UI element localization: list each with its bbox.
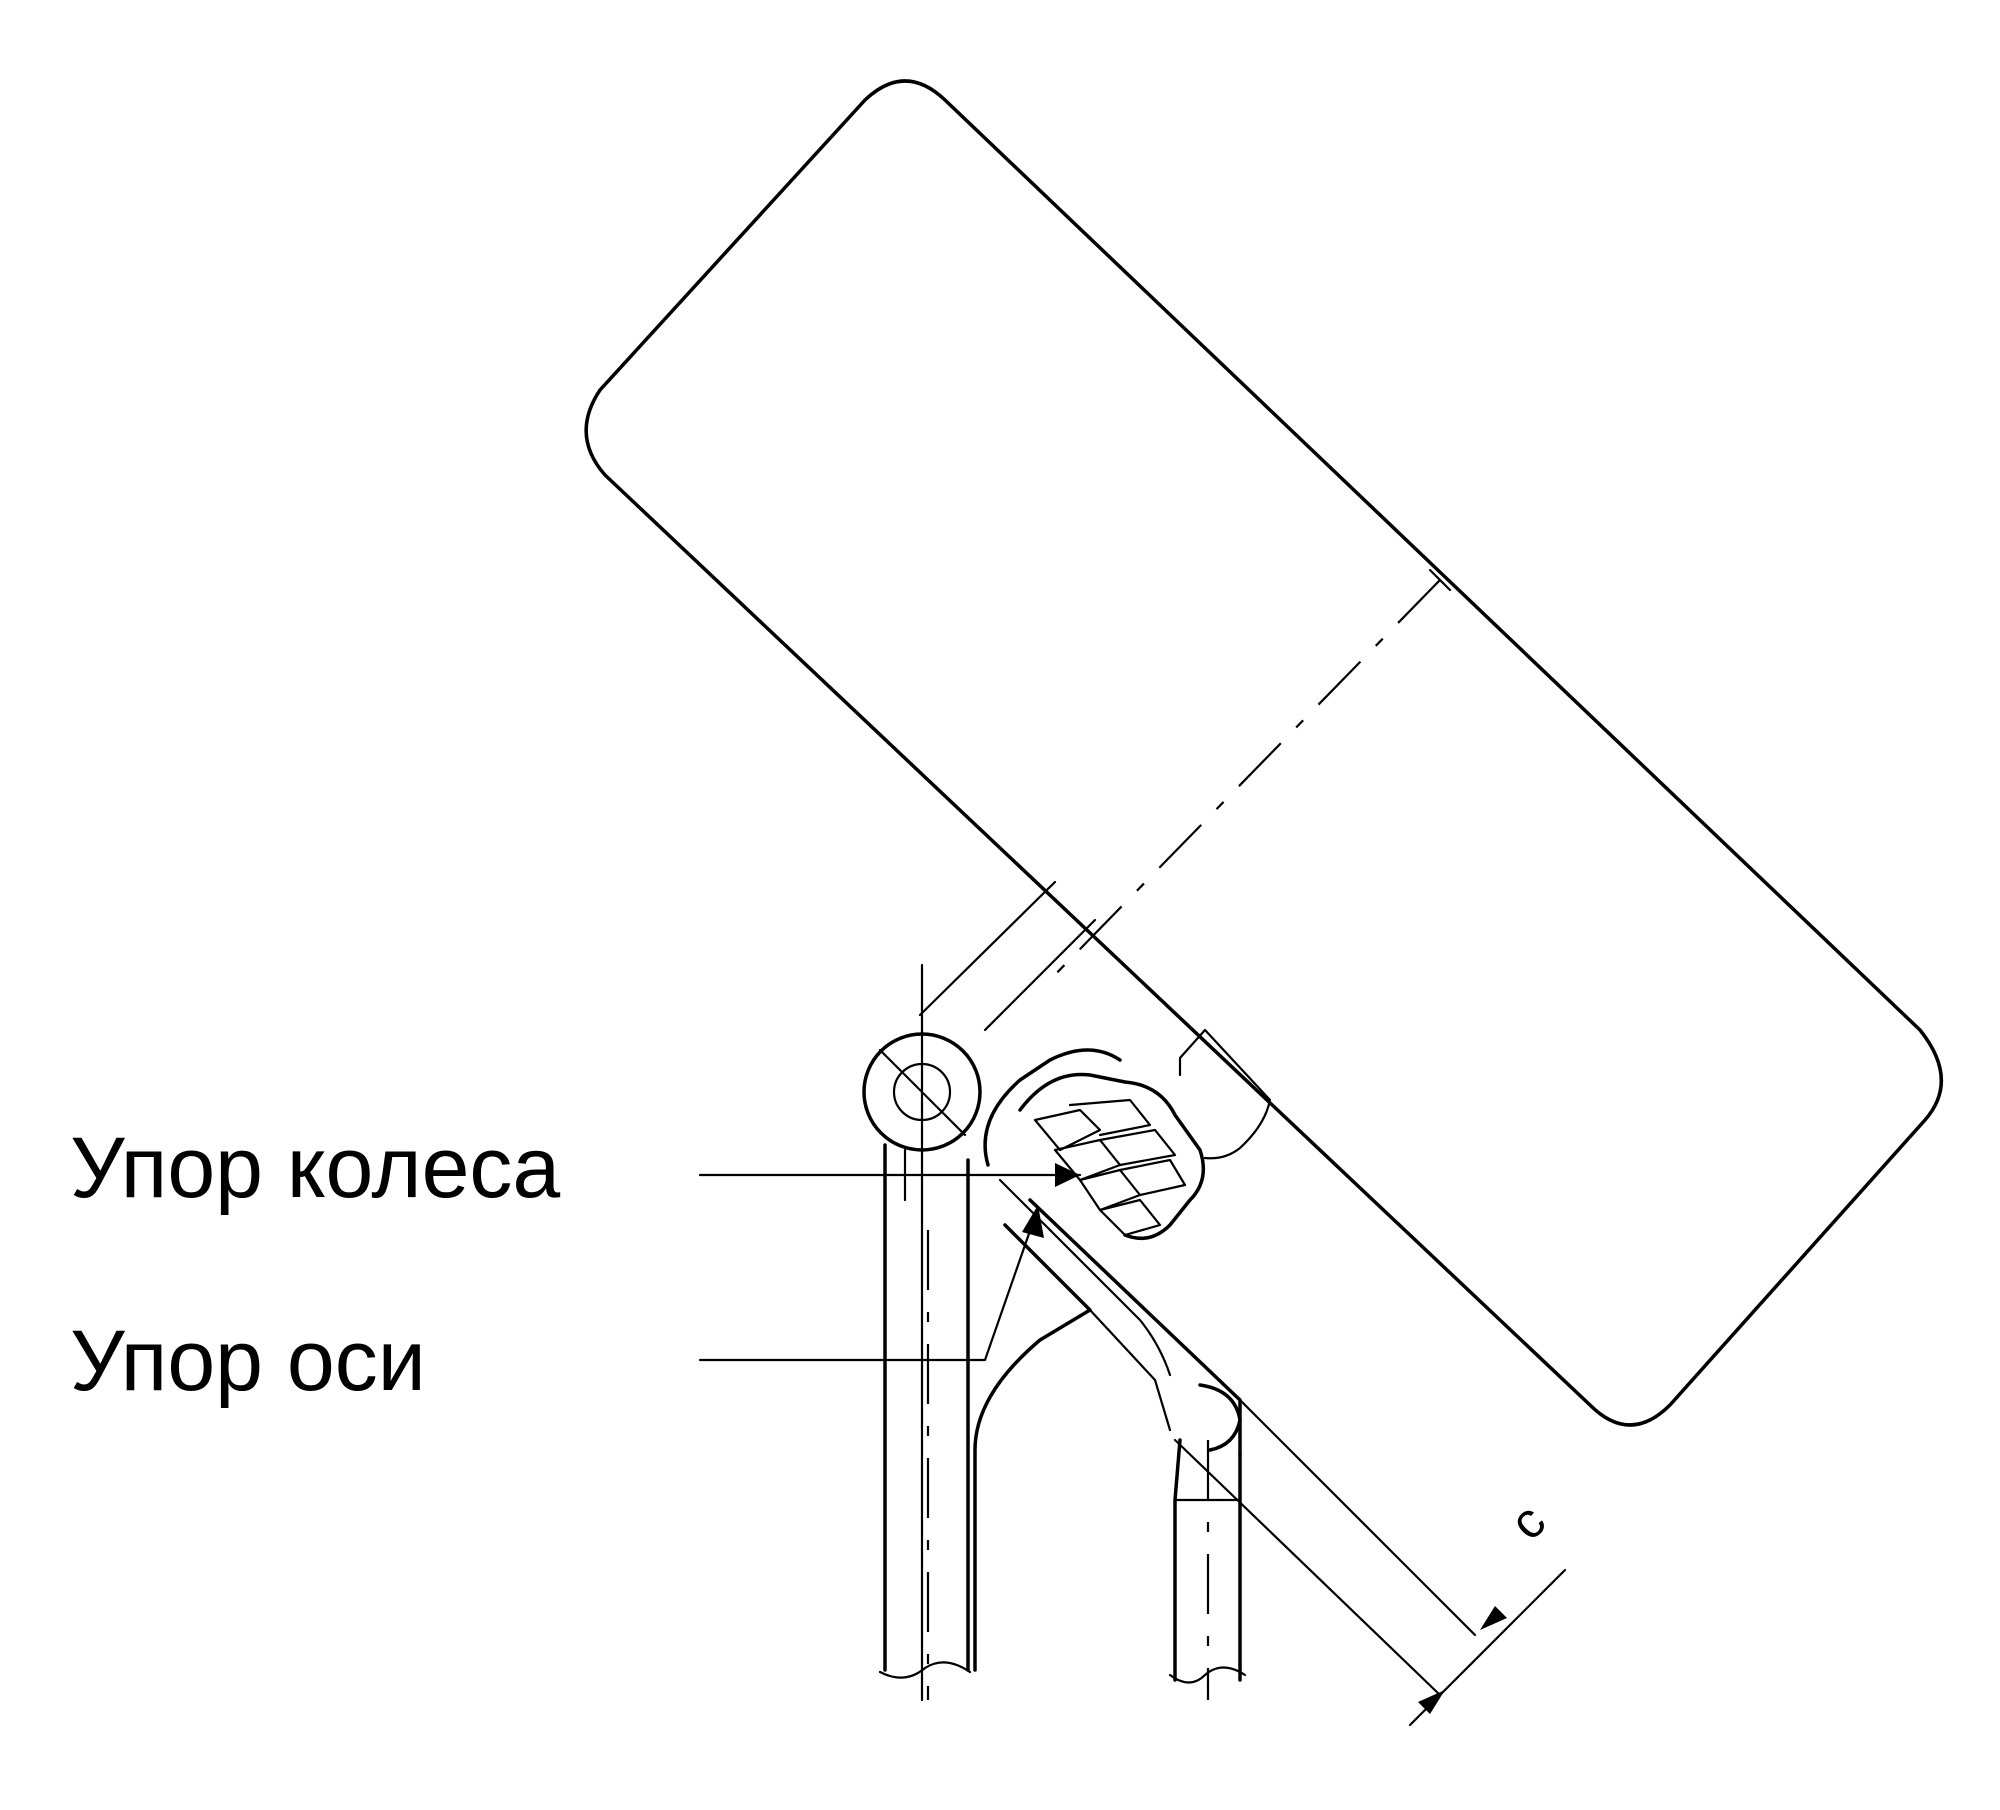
- wheel-stop-label: Упор колеса: [70, 1120, 561, 1216]
- clamp-screw: [1018, 1072, 1206, 1241]
- lever-arm: [973, 1048, 1247, 1700]
- dimension-c: c: [1173, 1398, 1567, 1727]
- dimension-c-label: c: [1499, 1493, 1556, 1550]
- pivot-eye: [862, 963, 982, 1702]
- wheel-hub: [918, 880, 1097, 1032]
- leader-wheel-stop: [698, 1163, 1082, 1187]
- leader-axle-stop: [698, 1205, 1044, 1362]
- left-leg: [878, 1143, 972, 1700]
- wheel: [584, 79, 1944, 1427]
- axle-stop-label: Упор оси: [70, 1313, 426, 1409]
- wheel-centerline: [1044, 579, 1441, 986]
